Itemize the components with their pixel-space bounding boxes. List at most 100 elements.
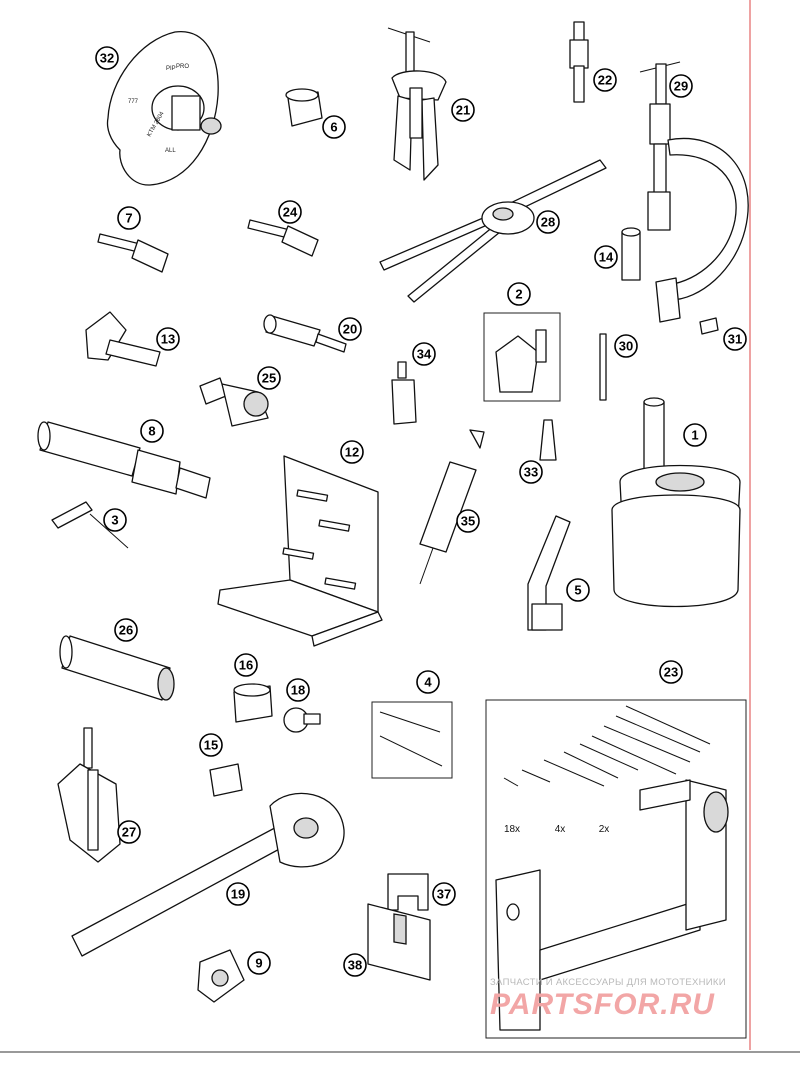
svg-text:9: 9 [255, 956, 262, 971]
callout-30: 30 [614, 334, 638, 358]
part-21-puller [387, 27, 447, 181]
part-30-rod [599, 333, 607, 401]
callout-24: 24 [278, 200, 302, 224]
callout-25: 25 [257, 366, 281, 390]
part-12-bracket [217, 455, 383, 647]
part-13-handle [85, 311, 161, 367]
svg-text:12: 12 [345, 445, 359, 460]
part-7-pin [97, 233, 169, 273]
part-33-brush [539, 419, 557, 461]
part-27-puller [57, 727, 121, 863]
part-14-sleeve [621, 227, 641, 281]
part-20-drift [263, 314, 347, 353]
svg-text:35: 35 [461, 514, 475, 529]
svg-text:22: 22 [598, 73, 612, 88]
svg-text:16: 16 [239, 658, 253, 673]
svg-text:25: 25 [262, 371, 276, 386]
callout-28: 28 [536, 210, 560, 234]
part-2-tool-set [483, 312, 561, 402]
part-32-plate: KTM 2804 777 PIP PRO ALL [106, 31, 222, 186]
svg-text:15: 15 [204, 738, 218, 753]
callout-13: 13 [156, 327, 180, 351]
callout-16: 16 [234, 653, 258, 677]
callout-3: 3 [103, 508, 127, 532]
part-35-syringe [419, 429, 485, 585]
callout-35: 35 [456, 509, 480, 533]
part-9-clamp [197, 949, 245, 1003]
part-29-c-clamp [639, 61, 749, 323]
part-19-holding-wrench [71, 792, 345, 957]
part-1-press-tool [611, 397, 741, 608]
part-8-drift [37, 421, 211, 499]
svg-text:14: 14 [599, 250, 614, 265]
callout-2: 2 [507, 282, 531, 306]
svg-text:5: 5 [574, 583, 581, 598]
watermark-logo: PARTSFOR.RU [490, 988, 715, 1021]
part-18-adapter [283, 707, 321, 733]
callout-7: 7 [117, 206, 141, 230]
plate-text-2: PIP [166, 66, 176, 72]
part-4-bolts [371, 701, 453, 779]
callout-6: 6 [322, 115, 346, 139]
callout-19: 19 [226, 882, 250, 906]
part-38-plate [367, 903, 431, 981]
svg-text:20: 20 [343, 322, 357, 337]
callout-23: 23 [659, 660, 683, 684]
svg-text:31: 31 [728, 332, 742, 347]
stand-bolts [503, 705, 711, 787]
svg-text:1: 1 [691, 428, 698, 443]
callout-31: 31 [723, 327, 747, 351]
svg-text:8: 8 [148, 424, 155, 439]
svg-text:4: 4 [424, 675, 432, 690]
svg-text:38: 38 [348, 958, 362, 973]
plate-text-3: PRO [176, 64, 189, 70]
part-5-holder [527, 515, 571, 631]
callout-8: 8 [140, 419, 164, 443]
svg-text:34: 34 [417, 347, 432, 362]
svg-text:37: 37 [437, 887, 451, 902]
part-25-adapter [199, 377, 269, 427]
svg-text:26: 26 [119, 623, 133, 638]
part-37-plate [387, 873, 429, 911]
part-31-pin [699, 317, 719, 335]
part-3-comb [51, 501, 129, 549]
callout-4: 4 [416, 670, 440, 694]
part-24-pin [247, 219, 319, 257]
part-15-sleeve [209, 763, 243, 797]
svg-text:13: 13 [161, 332, 175, 347]
qty-label-4x: 4x [555, 824, 566, 835]
svg-text:30: 30 [619, 339, 633, 354]
watermark-caption: ЗАПЧАСТИ И АКСЕССУАРЫ ДЛЯ МОТОТЕХНИКИ [490, 977, 726, 988]
callout-34: 34 [412, 342, 436, 366]
svg-text:21: 21 [456, 103, 470, 118]
callout-38: 38 [343, 953, 367, 977]
svg-text:23: 23 [664, 665, 678, 680]
callout-27: 27 [117, 820, 141, 844]
part-22-tool [569, 21, 589, 103]
qty-label-2x: 2x [599, 824, 610, 835]
part-34-bottle [391, 361, 417, 425]
svg-text:19: 19 [231, 887, 245, 902]
svg-text:27: 27 [122, 825, 136, 840]
callout-33: 33 [519, 460, 543, 484]
svg-text:2: 2 [515, 287, 522, 302]
callout-9: 9 [247, 951, 271, 975]
svg-text:33: 33 [524, 465, 538, 480]
svg-text:6: 6 [330, 120, 337, 135]
callout-26: 26 [114, 618, 138, 642]
svg-text:3: 3 [111, 513, 118, 528]
callout-18: 18 [286, 678, 310, 702]
callout-15: 15 [199, 733, 223, 757]
part-16-sleeve [233, 683, 273, 723]
part-23-engine-stand [485, 699, 747, 1039]
callout-5: 5 [566, 578, 590, 602]
callout-21: 21 [451, 98, 475, 122]
part-26-socket [59, 635, 175, 701]
svg-text:7: 7 [125, 211, 132, 226]
callout-20: 20 [338, 317, 362, 341]
svg-text:28: 28 [541, 215, 555, 230]
callout-1: 1 [683, 423, 707, 447]
qty-label-18x: 18x [504, 824, 520, 835]
